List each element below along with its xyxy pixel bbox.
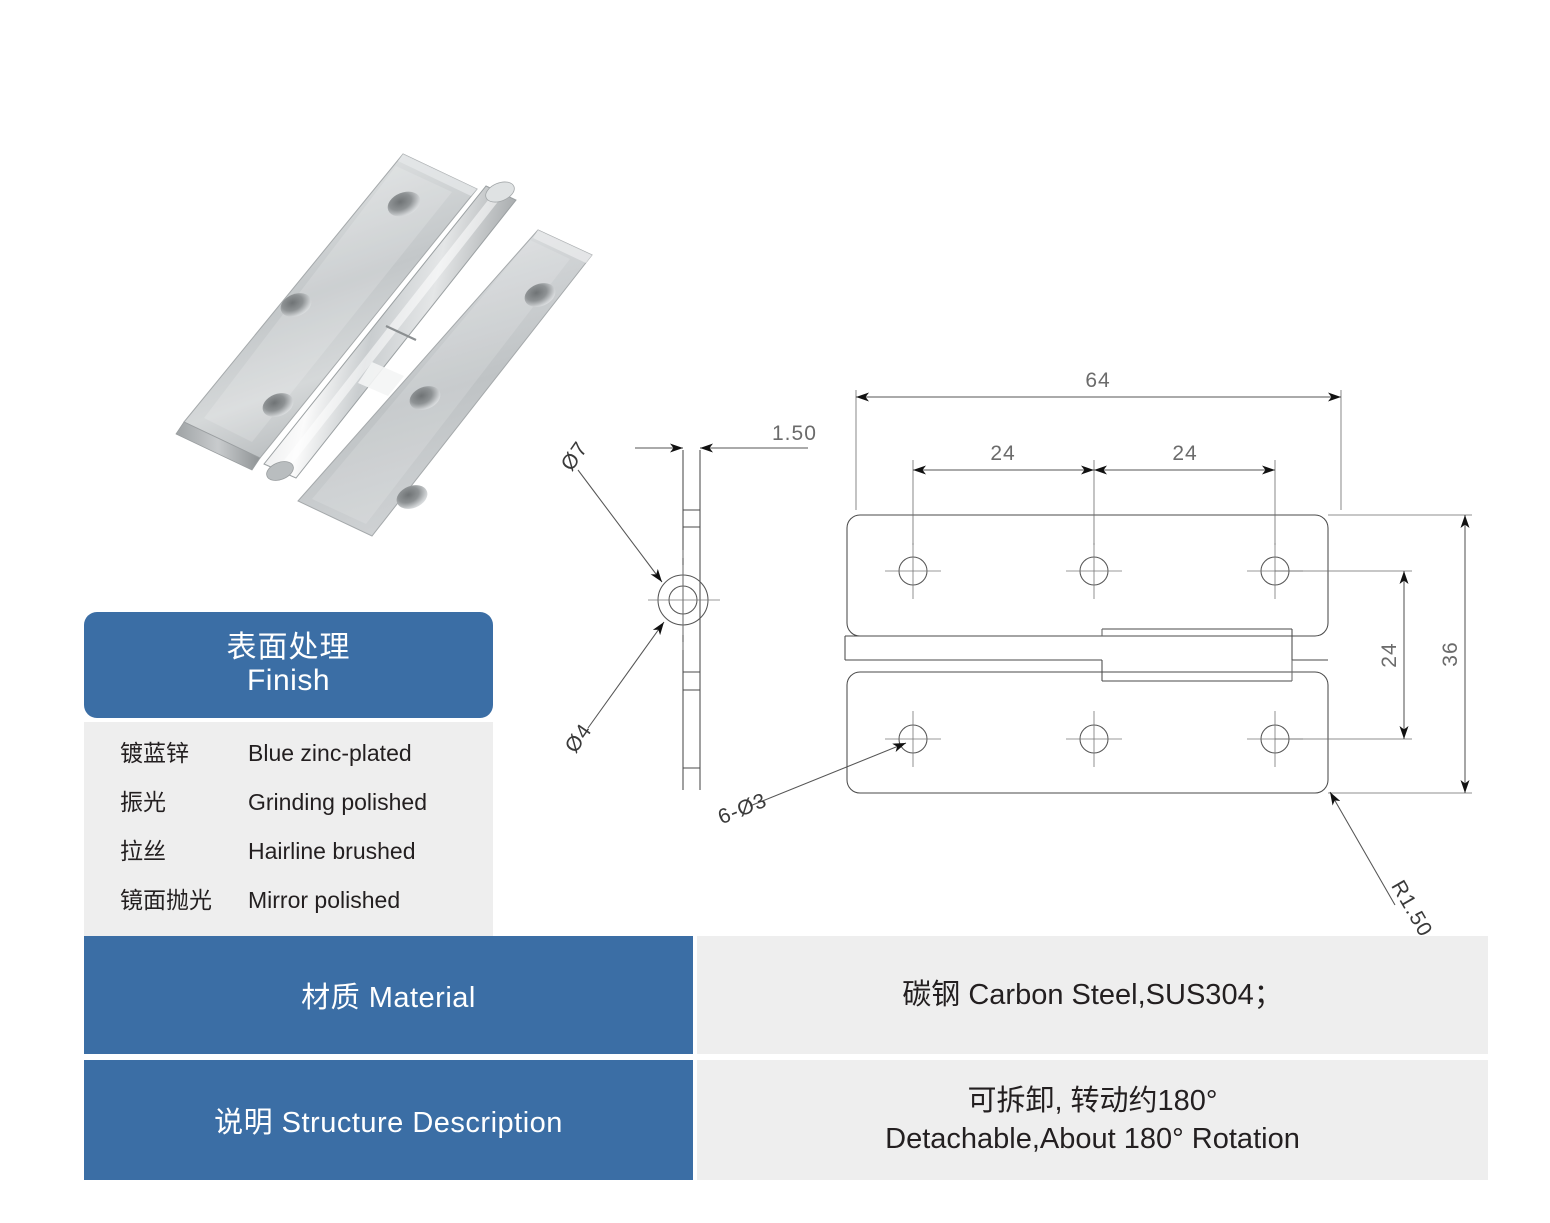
dim-label-screw-holes: 6-Ø3 <box>715 789 771 829</box>
dimension-hole-row-spacing <box>1275 570 1412 740</box>
dim-label-overall-width: 64 <box>1085 369 1110 392</box>
finish-title-en: Finish <box>246 663 331 697</box>
spec-value-structure: 可拆卸, 转动约180° Detachable,About 180° Rotat… <box>697 1060 1488 1180</box>
hinge-knuckle <box>263 181 517 481</box>
list-item: 拉丝 Hairline brushed <box>84 832 493 881</box>
structure-text-en: Detachable,About 180° Rotation <box>885 1123 1300 1155</box>
dimension-overall-height <box>1328 514 1472 794</box>
dimension-hole-pitch <box>912 460 1276 545</box>
spec-label-material: 材质 Material <box>84 936 693 1054</box>
finish-option-cn: 振光 <box>120 789 166 815</box>
finish-panel-header: 表面处理 Finish <box>84 612 493 718</box>
hinge-leaf-lower <box>297 229 593 537</box>
leader-screw-hole-callout <box>749 742 907 807</box>
hinge-leaf-upper <box>175 153 478 471</box>
spec-row-structure: 说明 Structure Description 可拆卸, 转动约180° De… <box>84 1060 1488 1180</box>
spec-value-material: 碳钢 Carbon Steel,SUS304； <box>697 936 1488 1054</box>
screw-holes-lower <box>885 711 1303 767</box>
finish-option-cn: 镀蓝锌 <box>120 740 189 766</box>
spec-row-material: 材质 Material 碳钢 Carbon Steel,SUS304； <box>84 936 1488 1054</box>
spec-label-structure: 说明 Structure Description <box>84 1060 693 1180</box>
finish-option-cn: 拉丝 <box>120 838 166 864</box>
dimension-overall-width <box>855 390 1342 510</box>
leader-corner-radius <box>1329 791 1396 906</box>
leader-pin-diameter <box>587 621 665 729</box>
front-plan-view <box>844 514 1329 794</box>
finish-option-en: Hairline brushed <box>248 838 416 864</box>
finish-title-cn: 表面处理 <box>226 630 351 664</box>
technical-drawing: 64 24 24 24 36 1.50 Ø7 Ø4 6-Ø3 R1.50 <box>540 360 1500 941</box>
screw-holes-upper <box>885 543 1303 599</box>
finish-option-en: Grinding polished <box>248 789 428 815</box>
dim-label-overall-height: 36 <box>1439 641 1462 666</box>
product-photo <box>100 140 620 560</box>
finish-option-en: Mirror polished <box>248 887 401 913</box>
material-text: 碳钢 Carbon Steel,SUS304； <box>902 978 1283 1011</box>
finish-panel: 表面处理 Finish 镀蓝锌 Blue zinc-plated 振光 Grin… <box>84 612 493 944</box>
finish-option-en: Blue zinc-plated <box>248 740 412 766</box>
leader-knuckle-diameter <box>577 469 663 583</box>
list-item: 振光 Grinding polished <box>84 783 493 832</box>
dim-label-knuckle-diameter: Ø7 <box>557 437 593 475</box>
finish-list: 镀蓝锌 Blue zinc-plated 振光 Grinding polishe… <box>84 722 493 944</box>
dim-label-thickness: 1.50 <box>772 422 817 445</box>
dim-label-hole-row-spacing: 24 <box>1378 642 1401 667</box>
dim-label-corner-radius: R1.50 <box>1386 877 1436 941</box>
dim-label-hole-pitch-left: 24 <box>990 442 1015 465</box>
list-item: 镀蓝锌 Blue zinc-plated <box>84 734 493 783</box>
structure-text-cn: 可拆卸, 转动约180° <box>967 1084 1218 1117</box>
finish-option-cn: 镜面抛光 <box>120 887 212 913</box>
list-item: 镜面抛光 Mirror polished <box>84 881 493 930</box>
dim-label-hole-pitch-right: 24 <box>1172 442 1197 465</box>
side-section-view <box>648 450 720 790</box>
dim-label-pin-diameter: Ø4 <box>561 719 597 757</box>
